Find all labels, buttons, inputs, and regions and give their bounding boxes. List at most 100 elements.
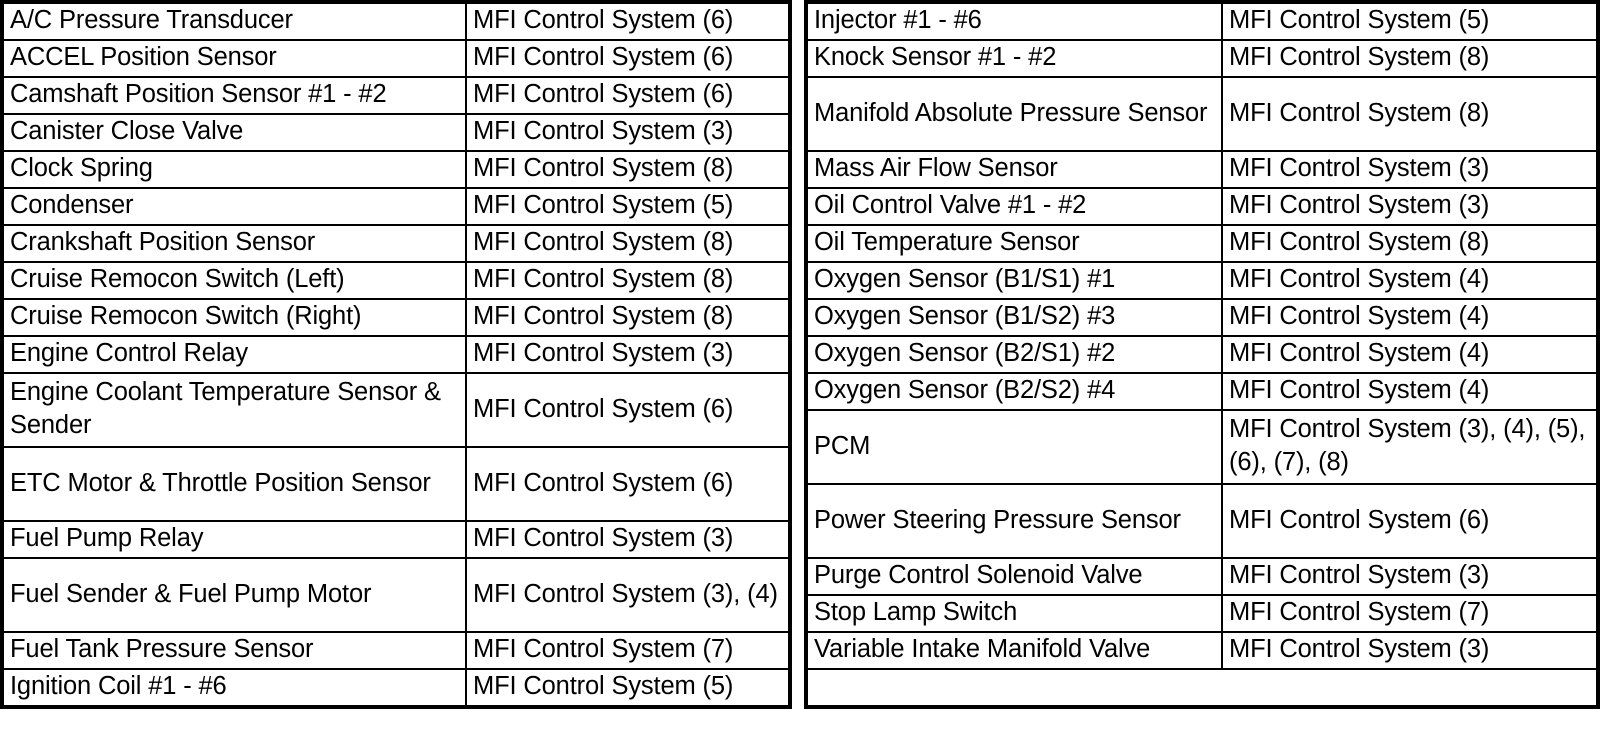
control-system-cell: MFI Control System (7)	[1221, 594, 1596, 633]
component-name-cell: Oxygen Sensor (B2/S1) #2	[808, 335, 1223, 374]
control-system-cell: MFI Control System (3), (4), (5), (6), (…	[1221, 409, 1596, 485]
component-name-cell: A/C Pressure Transducer	[4, 4, 467, 41]
control-system-cell: MFI Control System (8)	[465, 298, 788, 337]
table-row: Cruise Remocon Switch (Right)MFI Control…	[4, 298, 788, 337]
control-system-cell: MFI Control System (6)	[465, 446, 788, 522]
component-name-cell: Engine Control Relay	[4, 335, 467, 374]
control-system-cell: MFI Control System (3)	[1221, 150, 1596, 189]
control-system-cell: MFI Control System (3)	[465, 113, 788, 152]
control-system-cell: MFI Control System (8)	[465, 261, 788, 300]
component-name-cell: Crankshaft Position Sensor	[4, 224, 467, 263]
control-system-cell: MFI Control System (8)	[1221, 76, 1596, 152]
control-system-cell: MFI Control System (6)	[1221, 483, 1596, 559]
component-name-cell: Oxygen Sensor (B2/S2) #4	[808, 372, 1223, 411]
component-name-cell: ACCEL Position Sensor	[4, 39, 467, 78]
component-name-cell: Oil Temperature Sensor	[808, 224, 1223, 263]
component-name-cell: Stop Lamp Switch	[808, 594, 1223, 633]
control-system-cell: MFI Control System (8)	[1221, 39, 1596, 78]
control-system-cell: MFI Control System (5)	[465, 187, 788, 226]
table-row: Cruise Remocon Switch (Left)MFI Control …	[4, 261, 788, 300]
control-system-cell: MFI Control System (3)	[1221, 187, 1596, 226]
component-name-cell: Fuel Pump Relay	[4, 520, 467, 559]
control-system-cell: MFI Control System (4)	[1221, 372, 1596, 411]
control-system-cell: MFI Control System (3)	[465, 520, 788, 559]
control-system-cell: MFI Control System (3)	[1221, 631, 1596, 670]
component-name-cell: Condenser	[4, 187, 467, 226]
component-name-cell: Power Steering Pressure Sensor	[808, 483, 1223, 559]
component-name-cell: Fuel Tank Pressure Sensor	[4, 631, 467, 670]
control-system-cell: MFI Control System (6)	[465, 372, 788, 448]
component-name-cell: Purge Control Solenoid Valve	[808, 557, 1223, 596]
component-name-cell: Knock Sensor #1 - #2	[808, 39, 1223, 78]
control-system-cell: MFI Control System (8)	[1221, 224, 1596, 263]
control-system-cell: MFI Control System (6)	[465, 4, 788, 41]
component-name-cell: Manifold Absolute Pressure Sensor	[808, 76, 1223, 152]
control-system-cell: MFI Control System (5)	[465, 668, 788, 705]
component-name-cell: Engine Coolant Temperature Sensor & Send…	[4, 372, 467, 448]
control-system-cell: MFI Control System (6)	[465, 39, 788, 78]
component-name-cell: Fuel Sender & Fuel Pump Motor	[4, 557, 467, 633]
component-name-cell: Clock Spring	[4, 150, 467, 189]
control-system-cell: MFI Control System (8)	[465, 224, 788, 263]
control-system-cell: MFI Control System (3)	[1221, 557, 1596, 596]
component-name-cell: Injector #1 - #6	[808, 4, 1223, 41]
control-system-cell: MFI Control System (6)	[465, 76, 788, 115]
component-name-cell: Mass Air Flow Sensor	[808, 150, 1223, 189]
component-name-cell: Camshaft Position Sensor #1 - #2	[4, 76, 467, 115]
component-name-cell: Cruise Remocon Switch (Left)	[4, 261, 467, 300]
control-system-cell: MFI Control System (4)	[1221, 335, 1596, 374]
component-name-cell: Ignition Coil #1 - #6	[4, 668, 467, 705]
control-system-cell: MFI Control System (3)	[465, 335, 788, 374]
table-row: Engine Coolant Temperature Sensor & Send…	[4, 372, 788, 448]
control-system-cell: MFI Control System (4)	[1221, 261, 1596, 300]
control-system-cell: MFI Control System (5)	[1221, 4, 1596, 41]
component-name-cell: ETC Motor & Throttle Position Sensor	[4, 446, 467, 522]
component-name-cell: Canister Close Valve	[4, 113, 467, 152]
component-name-cell: PCM	[808, 409, 1223, 485]
control-system-cell: MFI Control System (3), (4)	[465, 557, 788, 633]
component-name-cell: Oxygen Sensor (B1/S1) #1	[808, 261, 1223, 300]
component-name-cell: Variable Intake Manifold Valve	[808, 631, 1223, 670]
control-system-cell: MFI Control System (4)	[1221, 298, 1596, 337]
table-row	[808, 668, 1596, 705]
component-name-cell: Oxygen Sensor (B1/S2) #3	[808, 298, 1223, 337]
control-system-cell: MFI Control System (8)	[465, 150, 788, 189]
component-name-cell: Cruise Remocon Switch (Right)	[4, 298, 467, 337]
control-system-cell: MFI Control System (7)	[465, 631, 788, 670]
